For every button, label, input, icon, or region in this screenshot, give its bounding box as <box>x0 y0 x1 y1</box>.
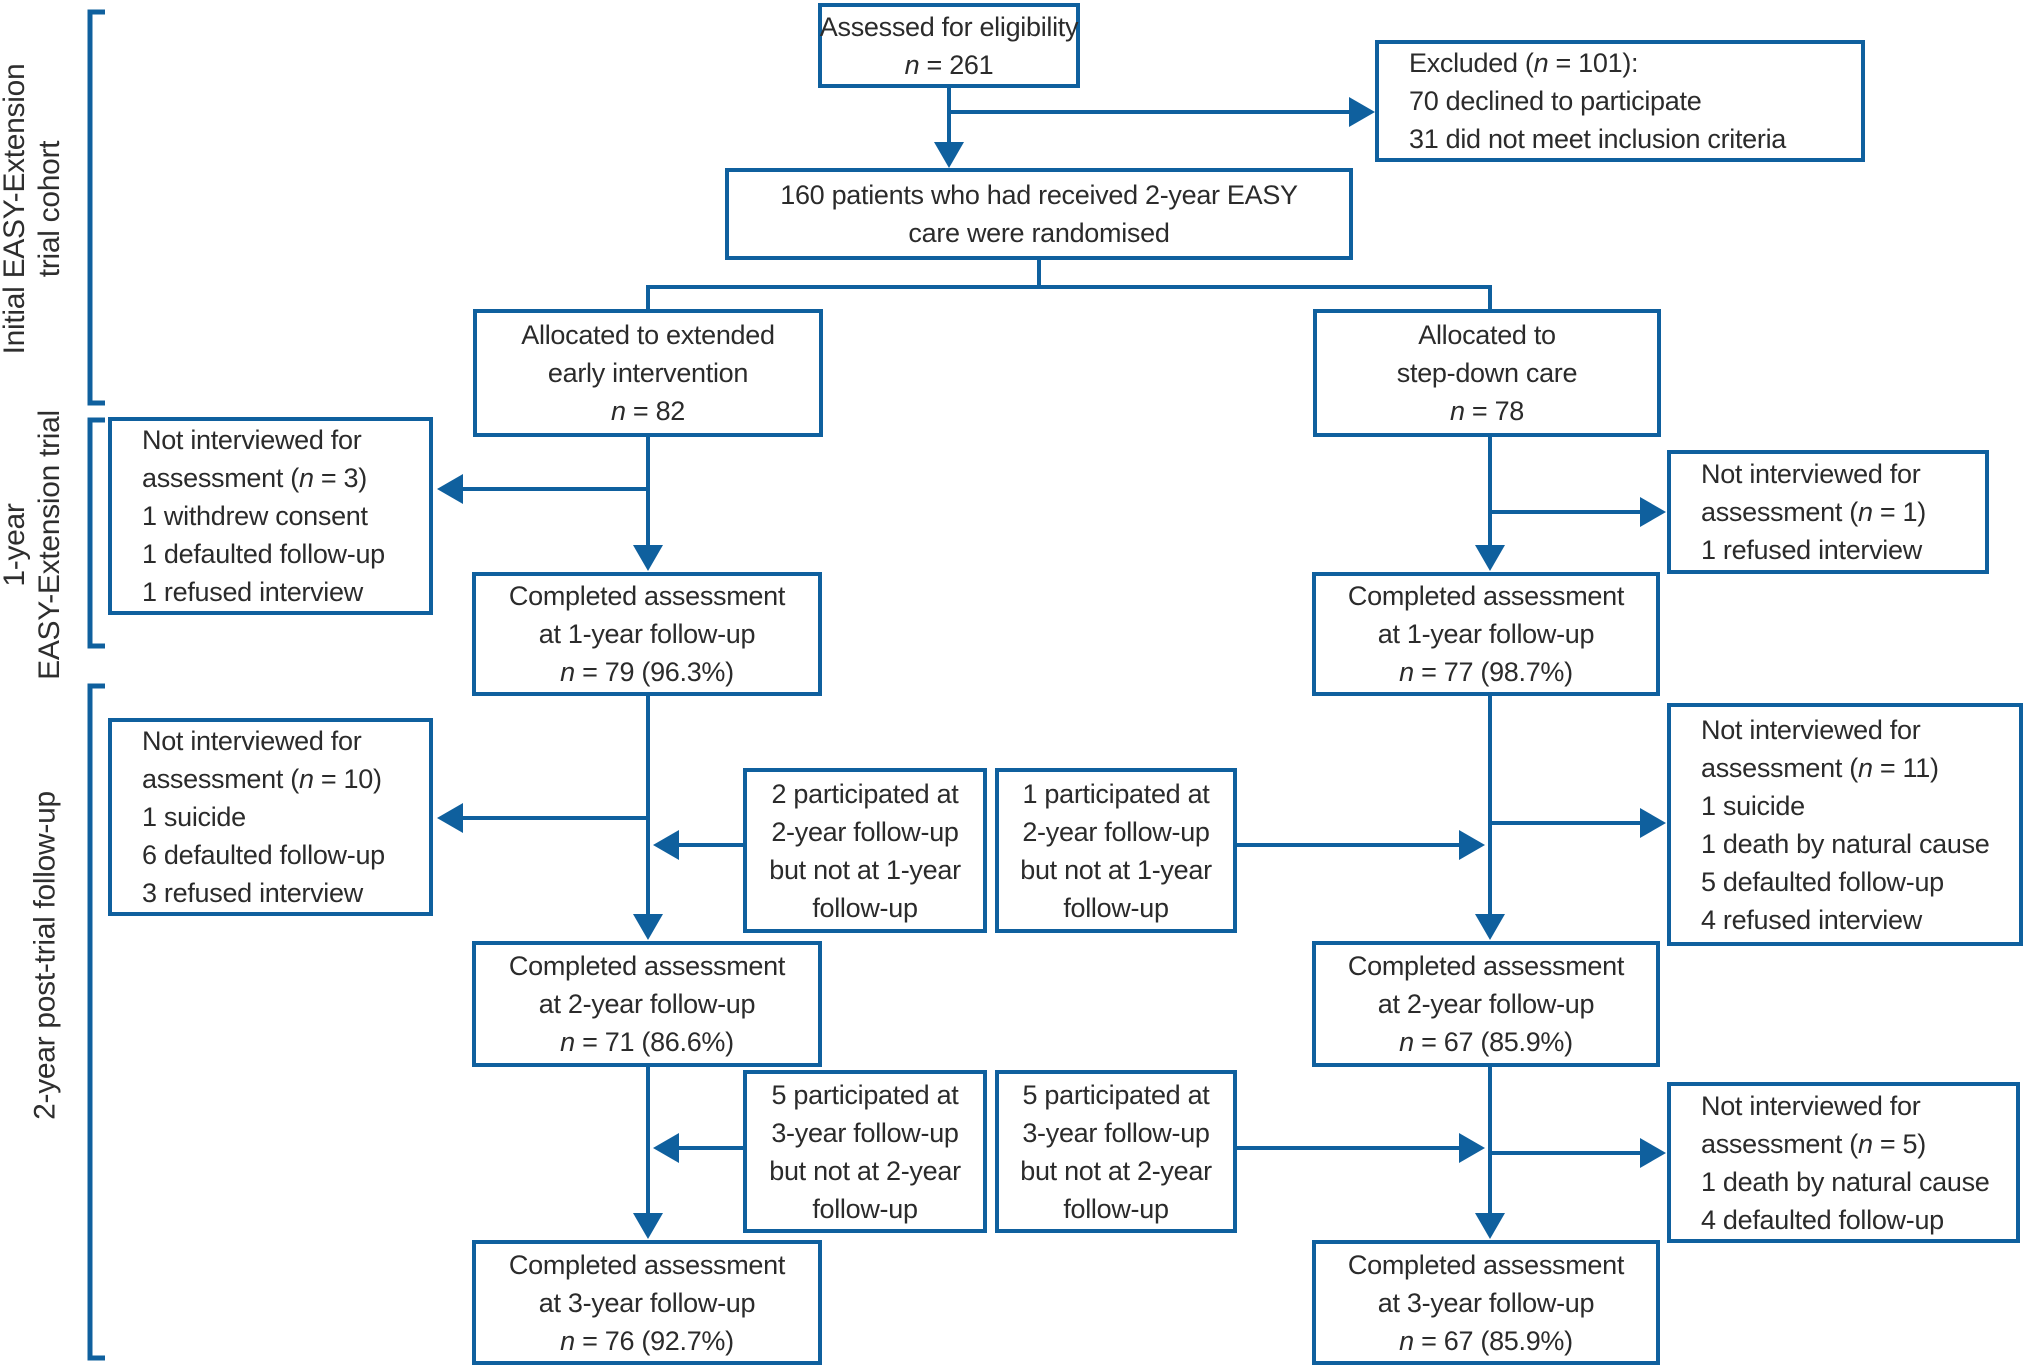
box-allocated-stepdown-care: Allocated to step-down care n = 78 <box>1313 309 1661 437</box>
connector-left-to-notint1 <box>437 474 648 504</box>
box-excluded: Excluded (n = 101): 70 declined to parti… <box>1375 40 1865 162</box>
box-completed-3yr-right: Completed assessment at 3-year follow-up… <box>1312 1240 1660 1365</box>
connector-part3right-to-line <box>1237 1133 1485 1163</box>
box-completed-1yr-right: Completed assessment at 1-year follow-up… <box>1312 572 1660 696</box>
connector-left-to-notint2 <box>437 803 648 833</box>
box-not-interviewed-1yr-left: Not interviewed for assessment (n = 3) 1… <box>108 417 433 615</box>
box-randomised: 160 patients who had received 2-year EAS… <box>725 168 1353 260</box>
connector-randomised-split <box>646 258 1492 309</box>
bracket-2year-followup <box>87 683 105 1361</box>
section-label-2year-followup: 2-year post-trial follow-up <box>28 791 62 1120</box>
connector-part2left-to-line <box>653 830 743 860</box>
connector-right-to-notint3 <box>1490 1138 1666 1168</box>
connector-assessed-to-excluded <box>949 97 1375 127</box>
connector-allocleft-to-comp1left <box>633 437 663 571</box>
box-not-interviewed-2yr-left: Not interviewed for assessment (n = 10) … <box>108 718 433 916</box>
bracket-initial-trial <box>87 9 105 406</box>
box-assessed-eligibility: Assessed for eligibility n = 261 <box>818 3 1080 88</box>
connector-right-to-notint2 <box>1490 808 1666 838</box>
box-completed-3yr-left: Completed assessment at 3-year follow-up… <box>472 1240 822 1365</box>
box-participated-2yr-not-1yr-right: 1 participated at 2-year follow-up but n… <box>995 768 1237 933</box>
box-participated-2yr-not-1yr-left: 2 participated at 2-year follow-up but n… <box>743 768 987 933</box>
connector-comp2left-to-comp3left <box>633 1067 663 1239</box>
box-participated-3yr-not-2yr-left: 5 participated at 3-year follow-up but n… <box>743 1070 987 1233</box>
connector-right-to-notint1 <box>1490 497 1666 527</box>
box-not-interviewed-2yr-right: Not interviewed for assessment (n = 11) … <box>1667 703 2023 946</box>
box-allocated-extended-early-intervention: Allocated to extended early intervention… <box>473 309 823 437</box>
bracket-1year-trial <box>87 417 105 649</box>
connector-part2right-to-line <box>1237 830 1485 860</box>
connector-assessed-to-randomised <box>934 88 964 168</box>
box-not-interviewed-3yr-right: Not interviewed for assessment (n = 5) 1… <box>1667 1082 2020 1243</box>
box-not-interviewed-1yr-right: Not interviewed for assessment (n = 1) 1… <box>1667 450 1989 574</box>
connector-comp1right-to-comp2right <box>1475 696 1505 940</box>
connector-comp1left-to-comp2left <box>633 696 663 940</box>
box-completed-1yr-left: Completed assessment at 1-year follow-up… <box>472 572 822 696</box>
box-completed-2yr-left: Completed assessment at 2-year follow-up… <box>472 941 822 1067</box>
connector-part3left-to-line <box>653 1133 743 1163</box>
connector-allocright-to-comp1right <box>1475 437 1505 571</box>
connector-comp2right-to-comp3right <box>1475 1067 1505 1239</box>
box-participated-3yr-not-2yr-right: 5 participated at 3-year follow-up but n… <box>995 1070 1237 1233</box>
box-completed-2yr-right: Completed assessment at 2-year follow-up… <box>1312 941 1660 1067</box>
